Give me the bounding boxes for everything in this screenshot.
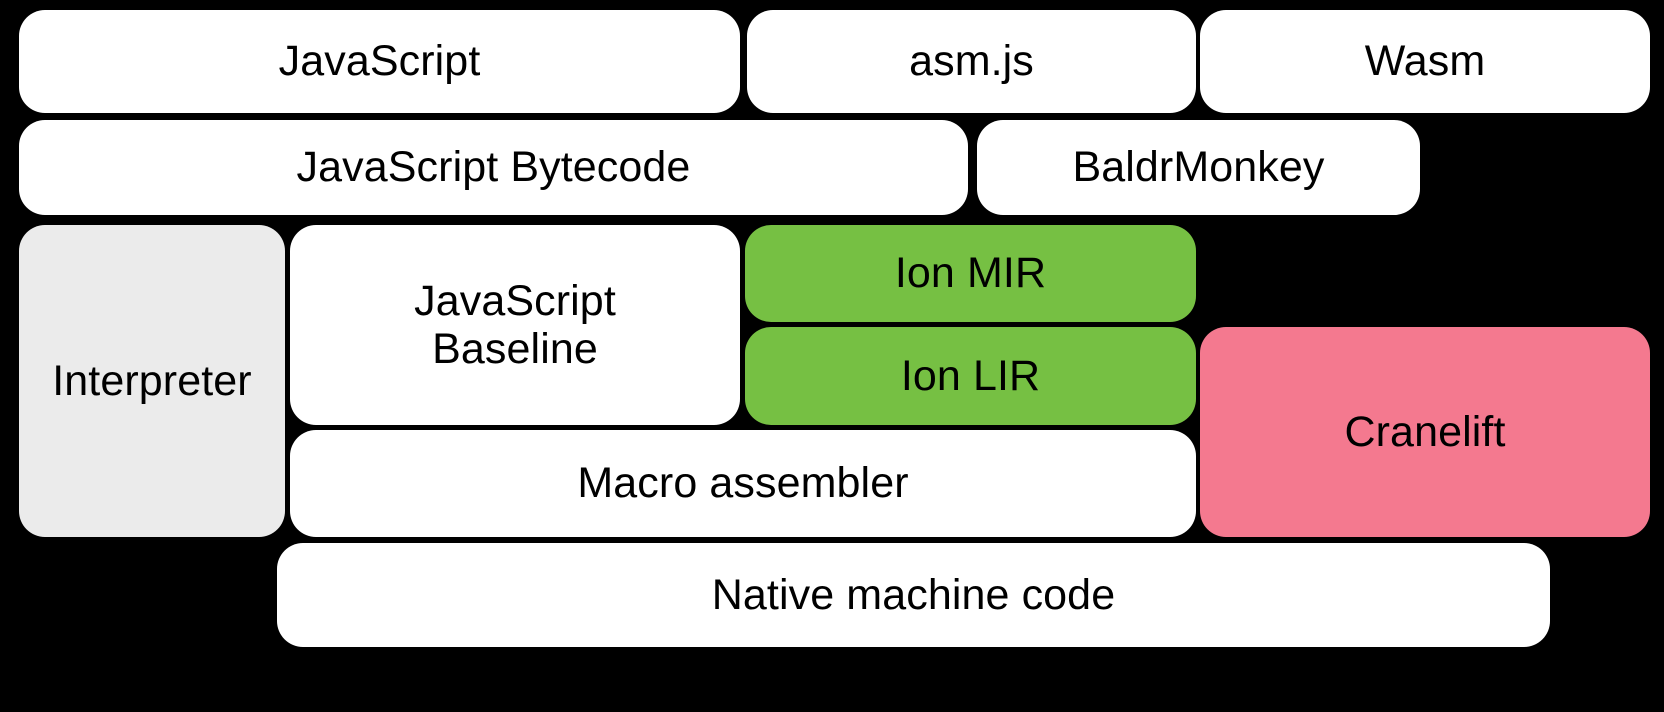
node-ion-lir[interactable]: Ion LIR [745,327,1196,425]
node-macro-assembler[interactable]: Macro assembler [290,430,1196,537]
node-native-machine-code[interactable]: Native machine code [277,543,1550,647]
node-interpreter[interactable]: Interpreter [19,225,285,537]
node-baldrmonkey[interactable]: BaldrMonkey [977,120,1420,215]
node-cranelift[interactable]: Cranelift [1200,327,1650,537]
node-wasm[interactable]: Wasm [1200,10,1650,113]
node-javascript-baseline[interactable]: JavaScript Baseline [290,225,740,425]
node-javascript-bytecode[interactable]: JavaScript Bytecode [19,120,968,215]
node-asmjs[interactable]: asm.js [747,10,1196,113]
node-javascript[interactable]: JavaScript [19,10,740,113]
node-ion-mir[interactable]: Ion MIR [745,225,1196,322]
